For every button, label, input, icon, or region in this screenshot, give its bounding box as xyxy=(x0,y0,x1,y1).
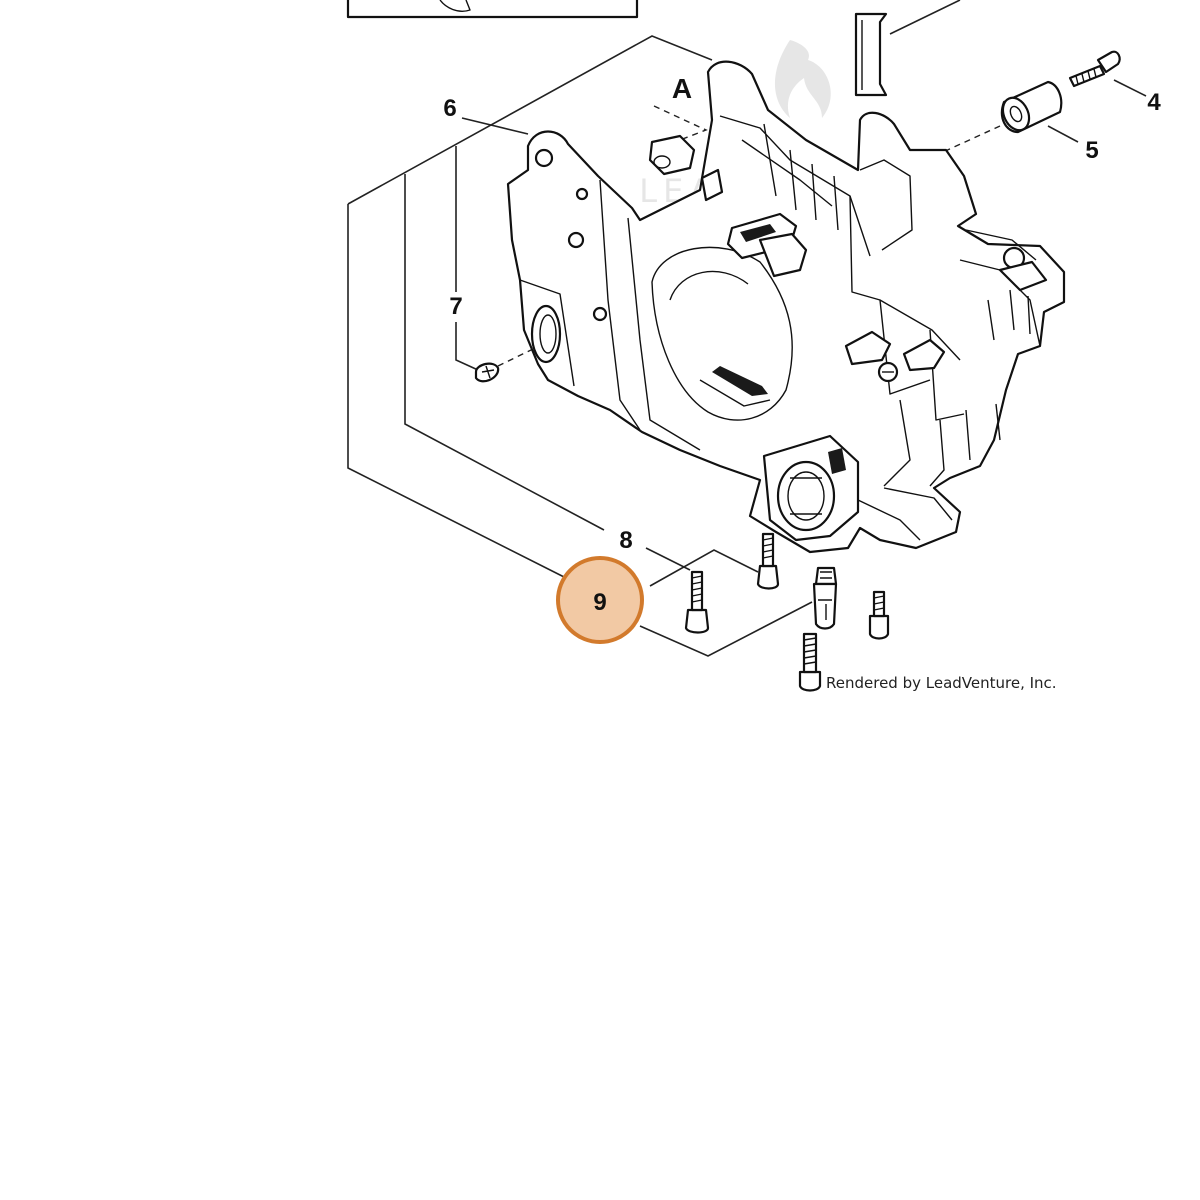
crankcase-housing xyxy=(506,60,1066,554)
render-credit: Rendered by LeadVenture, Inc. xyxy=(826,674,1057,692)
screw-9b xyxy=(798,632,822,692)
flame-logo-icon xyxy=(775,40,831,118)
callout-labels: 4 5 6 7 8 A xyxy=(443,73,1161,554)
screw-8b xyxy=(684,570,710,634)
callout-9-highlight[interactable]: 9 xyxy=(556,556,644,644)
part-9-screws xyxy=(798,566,890,692)
callout-9[interactable]: 9 xyxy=(593,589,606,616)
screw-8a xyxy=(756,532,780,590)
cropped-inset-box xyxy=(346,0,639,19)
callout-8[interactable]: 8 xyxy=(619,527,632,554)
part-5-bushing xyxy=(929,80,1079,159)
screw-9a xyxy=(868,590,890,640)
pin-bushing xyxy=(812,566,838,630)
highlight-circle[interactable] xyxy=(556,556,644,644)
view-marker-a: A xyxy=(672,73,692,104)
callout-5[interactable]: 5 xyxy=(1085,137,1098,164)
callout-4[interactable]: 4 xyxy=(1147,89,1161,116)
leader-lines xyxy=(347,35,813,657)
part-4-shoulder-screw xyxy=(1068,50,1147,97)
callout-7[interactable]: 7 xyxy=(449,293,462,320)
part-7-screw xyxy=(474,362,500,383)
part-8-screws xyxy=(684,532,780,634)
callout-6[interactable]: 6 xyxy=(443,95,456,122)
clip-part xyxy=(854,0,961,97)
